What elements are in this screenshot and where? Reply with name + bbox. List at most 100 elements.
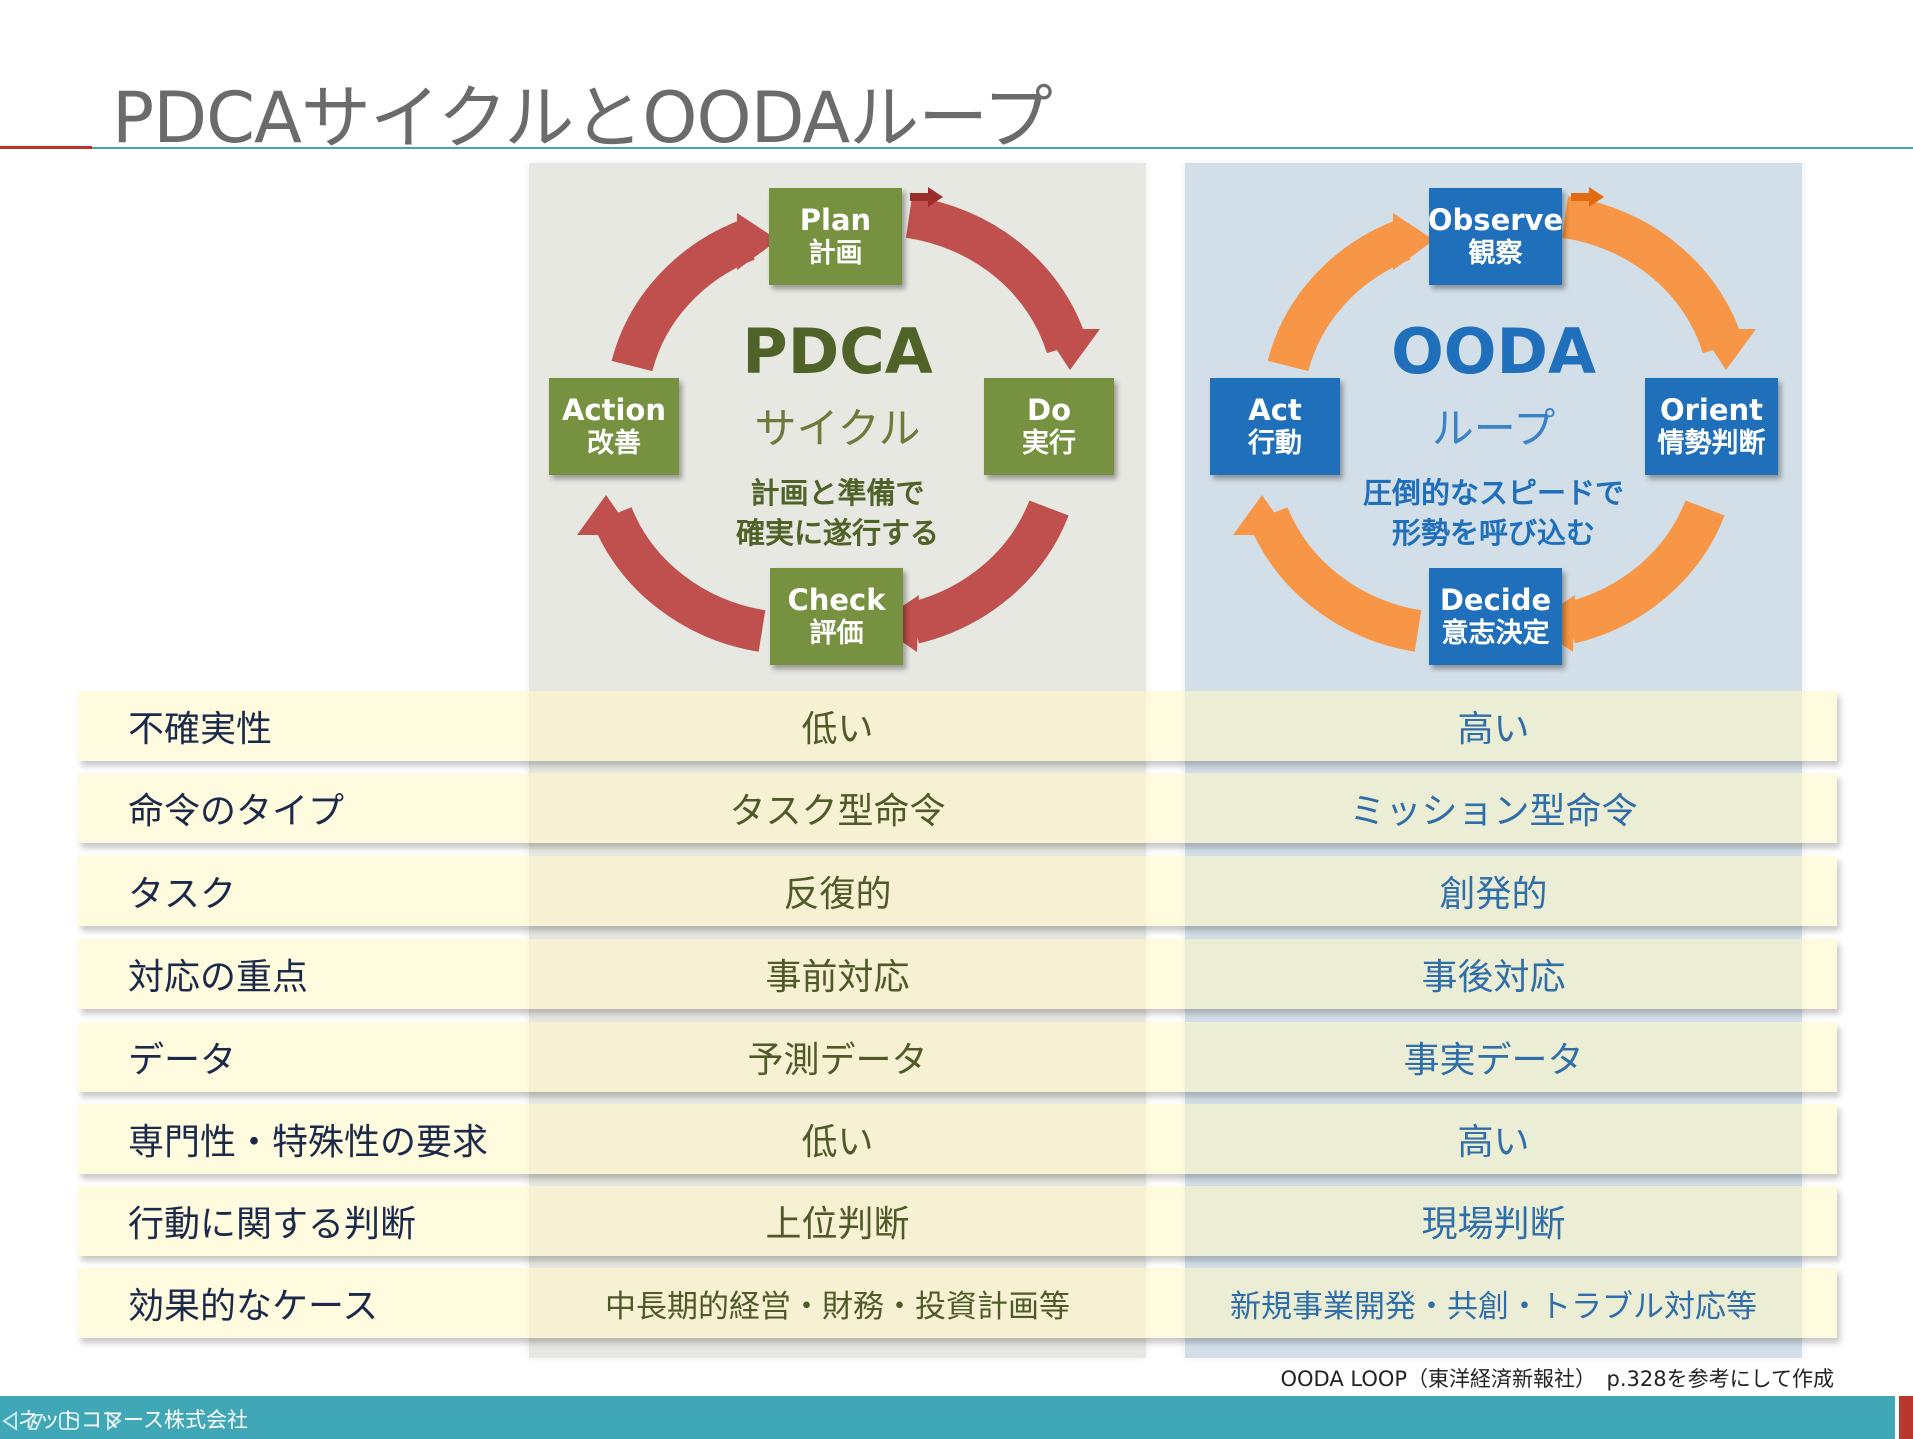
- ooda-step-act: Act 行動: [1210, 378, 1340, 475]
- pdca-step-action-en: Action: [561, 393, 666, 428]
- pdca-step-do: Do 実行: [984, 378, 1114, 475]
- ooda-cycle-diagram: Observe 観察 Orient 情勢判断 Decide 意志決定 Act 行…: [1185, 163, 1802, 683]
- title-rule: [92, 147, 1913, 149]
- pdca-arrowhead-action: [577, 495, 634, 535]
- pdca-cycle-diagram: Plan 計画 Do 実行 Check 評価 Action 改善 PDCA サイ…: [529, 163, 1146, 683]
- table-row: タスク 反復的 創発的: [78, 856, 1837, 926]
- pdca-description: 計画と準備で 確実に遂行する: [529, 473, 1146, 553]
- ooda-description-line1: 圧倒的なスピードで: [1362, 476, 1624, 510]
- row-pdca-value: 反復的: [783, 874, 892, 915]
- ooda-step-observe: Observe 観察: [1427, 188, 1564, 285]
- pdca-step-do-en: Do: [1027, 393, 1071, 428]
- row-label: 効果的なケース: [128, 1286, 379, 1327]
- row-pdca-value: タスク型命令: [729, 791, 946, 832]
- pdca-step-action-jp: 改善: [587, 427, 641, 459]
- nav-edit-icon: [28, 1414, 44, 1430]
- pdca-small-arrow-shaft: [910, 193, 930, 201]
- row-ooda-value: 事実データ: [1403, 1040, 1584, 1081]
- pdca-arrow-plan-to-do: [905, 196, 1088, 354]
- ooda-step-orient-jp: 情勢判断: [1657, 427, 1766, 459]
- ooda-arrowhead-orient: [1699, 329, 1756, 370]
- ooda-arrowhead-observe: [1393, 213, 1434, 270]
- row-label: タスク: [128, 874, 237, 915]
- ooda-arrow-act-to-observe: [1267, 220, 1411, 372]
- pdca-step-plan: Plan 計画: [769, 188, 902, 285]
- ooda-step-decide-jp: 意志決定: [1441, 617, 1550, 649]
- nav-next-icon: [107, 1411, 122, 1431]
- ooda-description: 圧倒的なスピードで 形勢を呼び込む: [1185, 473, 1802, 553]
- row-label: データ: [128, 1040, 237, 1081]
- pdca-step-check: Check 評価: [770, 568, 903, 665]
- row-label: 行動に関する判断: [128, 1204, 417, 1245]
- pdca-description-line1: 計画と準備で: [750, 476, 925, 510]
- pdca-step-plan-en: Plan: [799, 203, 872, 238]
- row-ooda-value: 現場判断: [1421, 1204, 1566, 1245]
- footer-bar: [0, 1396, 1895, 1439]
- row-label: 命令のタイプ: [128, 791, 345, 832]
- ooda-arrowhead-act: [1233, 495, 1290, 535]
- nav-menu-icon: [59, 1412, 79, 1430]
- ooda-step-orient-en: Orient: [1659, 393, 1764, 428]
- row-ooda-value: 高い: [1457, 709, 1530, 750]
- row-pdca-value: 事前対応: [765, 957, 910, 998]
- row-ooda-value: 創発的: [1439, 874, 1548, 915]
- table-row: 効果的なケース 中長期的経営・財務・投資計画等 新規事業開発・共創・トラブル対応…: [78, 1268, 1837, 1338]
- row-pdca-value: 低い: [801, 709, 874, 750]
- table-row: 行動に関する判断 上位判断 現場判断: [78, 1186, 1837, 1256]
- pdca-arrow-check-to-action: [592, 506, 766, 652]
- table-row: 命令のタイプ タスク型命令 ミッション型命令: [78, 773, 1837, 843]
- pdca-step-action: Action 改善: [549, 378, 679, 475]
- row-label: 対応の重点: [128, 957, 309, 998]
- row-ooda-value: 新規事業開発・共創・トラブル対応等: [1230, 1288, 1757, 1325]
- table-row: 専門性・特殊性の要求 低い 高い: [78, 1104, 1837, 1174]
- pdca-subtitle: サイクル: [754, 404, 921, 453]
- ooda-title: OODA: [1391, 315, 1596, 388]
- title-rule-accent: [0, 146, 92, 149]
- pdca-step-plan-jp: 計画: [808, 237, 863, 269]
- pdca-arrow-action-to-plan: [611, 220, 755, 372]
- ooda-description-line2: 形勢を呼び込む: [1391, 516, 1595, 551]
- footer-accent: [1899, 1396, 1913, 1439]
- pdca-arrowhead-do: [1043, 329, 1100, 370]
- ooda-step-observe-jp: 観察: [1468, 237, 1523, 269]
- table-row: データ 予測データ 事実データ: [78, 1022, 1837, 1092]
- ooda-step-observe-en: Observe: [1427, 203, 1564, 238]
- row-ooda-value: ミッション型命令: [1349, 791, 1638, 832]
- slide-nav-controls[interactable]: [2, 1408, 162, 1434]
- pdca-arrowhead-plan: [737, 213, 778, 270]
- company-name: ネットコマース株式会社: [18, 1408, 248, 1432]
- ooda-step-act-en: Act: [1248, 393, 1302, 428]
- table-row: 対応の重点 事前対応 事後対応: [78, 939, 1837, 1009]
- ooda-arrow-orient-to-decide: [1564, 500, 1725, 644]
- pdca-cycle-arrows: [577, 187, 1100, 652]
- row-label: 不確実性: [128, 709, 273, 750]
- ooda-arrow-decide-to-act: [1248, 506, 1422, 652]
- ooda-cycle-arrows: [1233, 187, 1756, 652]
- row-pdca-value: 予測データ: [747, 1040, 928, 1081]
- pdca-step-do-jp: 実行: [1022, 427, 1076, 459]
- pdca-small-arrow-head: [928, 187, 943, 207]
- row-pdca-value: 中長期的経営・財務・投資計画等: [605, 1288, 1070, 1325]
- row-label: 専門性・特殊性の要求: [128, 1122, 489, 1163]
- pdca-title: PDCA: [742, 315, 933, 388]
- ooda-step-decide: Decide 意志決定: [1429, 568, 1562, 665]
- row-pdca-value: 低い: [801, 1122, 874, 1163]
- pdca-step-check-en: Check: [787, 583, 886, 618]
- ooda-arrow-observe-to-orient: [1561, 196, 1744, 354]
- pdca-description-line2: 確実に遂行する: [735, 516, 939, 551]
- pdca-arrow-do-to-check: [908, 500, 1069, 644]
- slide-title: PDCAサイクルとOODAループ: [112, 77, 1053, 159]
- ooda-step-act-jp: 行動: [1248, 427, 1302, 459]
- ooda-step-orient: Orient 情勢判断: [1645, 378, 1778, 475]
- row-ooda-value: 高い: [1457, 1122, 1530, 1163]
- ooda-small-arrow-shaft: [1571, 193, 1591, 201]
- source-citation: OODA LOOP（東洋経済新報社） p.328を参考にして作成: [1280, 1367, 1834, 1391]
- ooda-step-decide-en: Decide: [1439, 583, 1552, 618]
- ooda-small-arrow-head: [1589, 187, 1604, 207]
- row-pdca-value: 上位判断: [765, 1204, 910, 1245]
- pdca-step-check-jp: 評価: [809, 617, 864, 649]
- row-ooda-value: 事後対応: [1421, 957, 1566, 998]
- nav-prev-icon: [2, 1411, 17, 1431]
- table-row: 不確実性 低い 高い: [78, 691, 1837, 761]
- ooda-subtitle: ループ: [1431, 404, 1556, 453]
